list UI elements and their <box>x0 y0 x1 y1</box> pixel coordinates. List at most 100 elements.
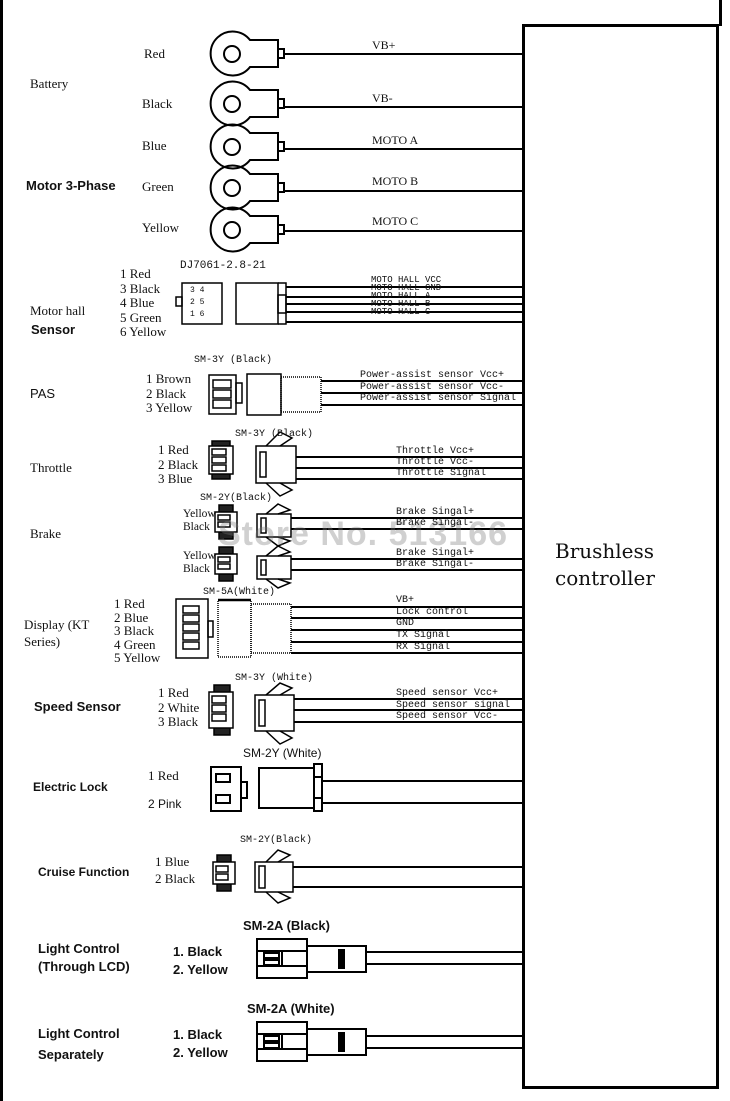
brake-label: Brake <box>30 526 62 541</box>
pin-label: 5 Yellow <box>114 650 161 666</box>
display-connector-title: SM-5A(White) <box>203 587 276 598</box>
pin-label: 1 Red <box>158 685 189 700</box>
motor-wire-color: Yellow <box>142 220 179 235</box>
ring-terminal-yellow <box>209 206 285 253</box>
signal-label: Power-assist sensor Vcc- <box>360 381 505 393</box>
brake-connector-title: SM-2Y(Black) <box>200 493 273 504</box>
signal-label: Speed sensor Vcc- <box>396 711 499 722</box>
signal-label: Brake Singal+ <box>396 507 475 518</box>
signal-label: MOTO HALL VCC <box>371 275 442 285</box>
hall-connector-title: DJ7061-2.8-21 <box>180 260 266 272</box>
signal-label: Brake Singal- <box>396 559 475 570</box>
pin-label: 2 Black <box>158 456 199 472</box>
pin-label: 2 Pink <box>148 797 182 811</box>
ring-terminal-black <box>209 80 285 127</box>
signal-label: RX Signal <box>396 641 451 653</box>
brake-pin-list-a: Yellow Black <box>183 508 216 534</box>
pin-label: 2 Blue <box>114 609 149 625</box>
brake-signal-list-b: Brake Singal+ Brake Singal- <box>396 548 474 570</box>
ring-terminal-green <box>209 164 285 211</box>
pin-label: 3 Black <box>158 714 199 729</box>
electric-lock-connector-title: SM-2Y (White) <box>243 746 322 760</box>
pin-number: 6 <box>199 310 205 319</box>
controller-label-line1: Brushless <box>555 539 655 563</box>
signal-label: Speed sensor signal <box>396 699 511 711</box>
pin-label: 3 Yellow <box>146 400 193 415</box>
pin-label: 1 Red <box>148 768 179 783</box>
signal-label: MOTO HALL GND <box>371 283 442 293</box>
left-border <box>0 0 3 1101</box>
ring-terminal-red <box>209 30 285 77</box>
hall-label-line2: Sensor <box>31 322 76 337</box>
pin-label: 1 Red <box>114 596 145 611</box>
throttle-signal-list: Throttle Vcc+ Throttle Vcc- Throttle Sig… <box>396 446 486 479</box>
speed-sensor-pin-list: 1 Red 2 White 3 Black <box>158 685 199 730</box>
signal-label: VB+ <box>396 595 415 606</box>
pin-number: 5 <box>199 298 205 307</box>
display-label-line2: Series) <box>24 634 61 649</box>
store-watermark: Store No. 513166 <box>218 515 509 553</box>
display-connector <box>175 598 292 659</box>
signal-label: VB- <box>372 91 393 105</box>
speed-sensor-signal-list: Speed sensor Vcc+ Speed sensor signal Sp… <box>396 688 510 723</box>
pas-connector <box>208 373 322 416</box>
brake-connector-b <box>214 545 293 589</box>
ring-terminal-blue <box>209 123 285 170</box>
light-lcd-connector-title: SM-2A (Black) <box>243 918 330 933</box>
throttle-label: Throttle <box>30 460 72 475</box>
speed-sensor-connector-title: SM-3Y (White) <box>235 673 314 684</box>
signal-label: VB+ <box>372 38 396 52</box>
signal-label: Brake Singal+ <box>396 548 475 559</box>
light-lcd-connector <box>256 938 367 979</box>
pin-label: 1 Red <box>158 442 189 457</box>
light-separate-connector-title: SM-2A (White) <box>247 1001 335 1016</box>
right-border-stub <box>719 0 722 26</box>
controller-label-line2: controller <box>555 566 655 590</box>
throttle-connector <box>208 431 297 497</box>
pin-label: 2 Black <box>155 871 196 886</box>
electric-lock-connector <box>210 763 323 812</box>
signal-label: GND <box>396 618 415 630</box>
display-label: Display (KT Series) <box>24 616 89 650</box>
hall-label-line1: Motor hall <box>30 303 86 318</box>
brake-pin-list-b: Yellow Black <box>183 550 216 576</box>
signal-label: Lock control <box>396 606 469 618</box>
pin-label: 1. Black <box>173 1027 223 1042</box>
light-separate-pin-list: 1. Black 2. Yellow <box>173 1026 228 1062</box>
signal-label: Speed sensor Vcc+ <box>396 688 499 699</box>
pin-label: 1 Red <box>120 266 151 281</box>
cruise-connector <box>212 849 294 904</box>
pin-number: 3 <box>190 286 195 295</box>
signal-label: MOTO B <box>372 174 419 188</box>
motor-wire-color: Blue <box>142 138 167 153</box>
brushless-controller-box <box>522 24 719 1089</box>
pin-label: 4 Blue <box>120 295 155 310</box>
light-lcd-label-line1: Light Control <box>38 941 120 956</box>
pin-label: 5 Green <box>120 309 162 325</box>
pin-label: 3 Black <box>120 280 161 296</box>
signal-label: MOTO HALL B <box>371 299 431 309</box>
signal-label: Brake Singal- <box>396 518 475 529</box>
throttle-pin-list: 1 Red 2 Black 3 Blue <box>158 442 199 487</box>
cruise-pin-list: 1 Blue 2 Black <box>155 853 195 887</box>
cruise-label: Cruise Function <box>38 865 130 879</box>
pas-pin-list: 1 Brown 2 Black 3 Yellow <box>146 371 193 416</box>
light-separate-label-line1: Light Control <box>38 1026 120 1041</box>
hall-pin-list: 1 Red 3 Black 4 Blue 5 Green 6 Yellow <box>120 266 166 340</box>
signal-label: TX Signal <box>396 630 451 642</box>
pin-label: 1 Blue <box>155 854 190 869</box>
pas-connector-title: SM-3Y (Black) <box>194 355 273 366</box>
light-lcd-pin-list: 1. Black 2. Yellow <box>173 943 228 979</box>
light-lcd-label: Light Control (Through LCD) <box>38 940 130 976</box>
pin-label: 2 Black <box>146 385 187 401</box>
pas-signal-list: Power-assist sensor Vcc+ Power-assist se… <box>360 370 516 405</box>
throttle-connector-title: SM-3Y (Black) <box>235 429 314 440</box>
signal-label: Throttle Vcc+ <box>396 446 475 457</box>
signal-label: MOTO HALL C <box>371 307 431 317</box>
battery-label: Battery <box>30 76 69 91</box>
pin-label: 1 Brown <box>146 371 192 386</box>
signal-label: MOTO C <box>372 214 419 228</box>
cruise-connector-title: SM-2Y(Black) <box>240 835 313 846</box>
signal-label: MOTO A <box>372 133 419 147</box>
